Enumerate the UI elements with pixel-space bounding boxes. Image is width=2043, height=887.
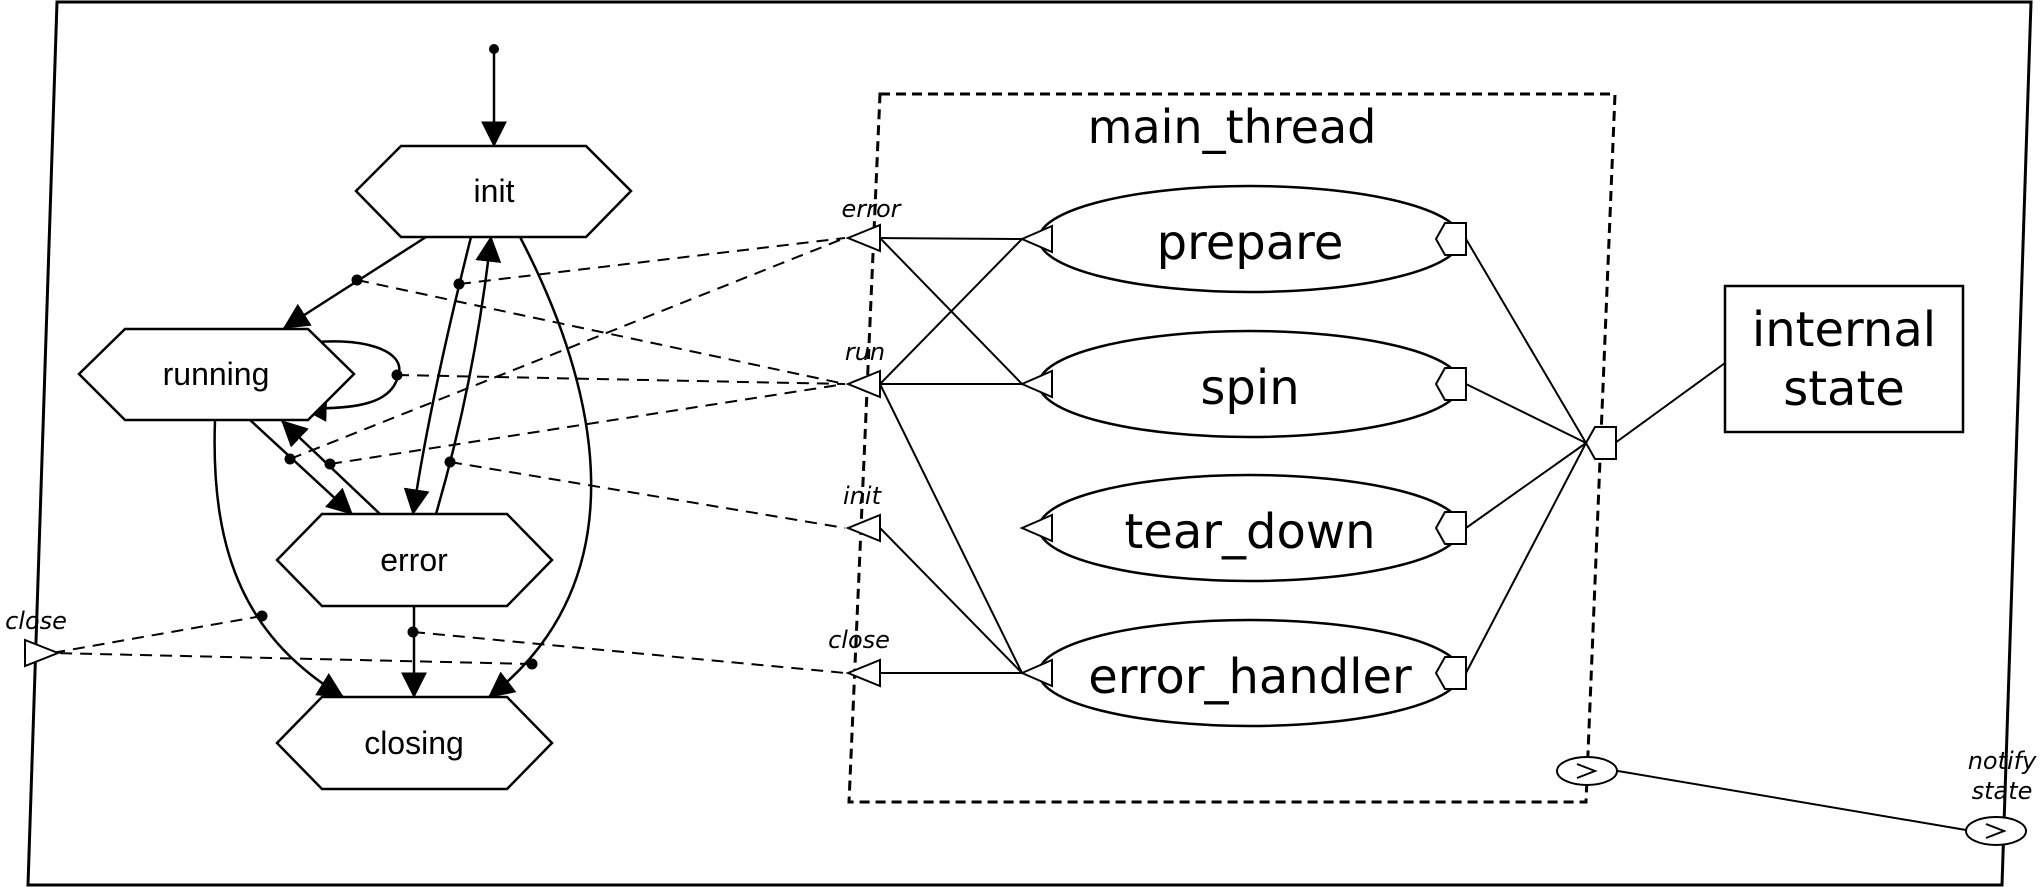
wire-prepare-state xyxy=(1465,238,1587,444)
state-pin-icon xyxy=(1434,656,1467,690)
function-tear-down-label: tear_down xyxy=(1124,504,1375,560)
state-running-label: running xyxy=(163,356,270,392)
notify-state-label-line2: state xyxy=(1972,777,2033,805)
trigger-dot xyxy=(444,456,456,468)
wire-errorhandler-state xyxy=(1465,442,1587,674)
transition-init-closing xyxy=(487,236,593,698)
trigger-dot xyxy=(324,458,336,470)
input-pin-icon xyxy=(1019,513,1053,543)
input-pin-icon xyxy=(1019,369,1053,399)
wire-state-internal xyxy=(1614,362,1726,444)
chevron-right-icon xyxy=(1985,823,2007,839)
trigger-dot xyxy=(453,278,465,290)
wire-notify xyxy=(1617,770,1967,831)
port-close-label: close xyxy=(828,626,890,654)
trigger-dot xyxy=(351,274,363,286)
notify-state-label-line1: notify xyxy=(1968,747,2037,775)
state-pin-icon xyxy=(1434,367,1467,401)
trigger-link xyxy=(51,652,533,665)
state-error-label: error xyxy=(380,542,448,578)
trigger-link xyxy=(449,461,846,529)
transition-running-closing xyxy=(213,419,345,699)
thread-ports[interactable] xyxy=(845,223,881,688)
wires xyxy=(879,237,1967,831)
trigger-link xyxy=(356,279,846,385)
internal-state-line1: internal xyxy=(1752,302,1936,358)
trigger-dot xyxy=(284,453,296,465)
function-prepare-label: prepare xyxy=(1157,215,1344,271)
wire-run-prepare xyxy=(879,238,1023,385)
transition-running-error xyxy=(249,419,353,515)
trigger-link xyxy=(458,237,846,285)
trigger-dot xyxy=(256,610,268,622)
internal-state-line2: state xyxy=(1783,361,1905,417)
trigger-links xyxy=(51,237,846,674)
thread-boundary xyxy=(847,92,1617,804)
trigger-dot xyxy=(391,369,403,381)
port-run-label: run xyxy=(845,338,885,366)
function-prepare[interactable]: prepare xyxy=(1037,184,1463,294)
port-run-icon[interactable] xyxy=(845,369,881,399)
transition-init-error xyxy=(403,236,473,516)
trigger-dot xyxy=(526,658,538,670)
trigger-link xyxy=(51,615,263,654)
function-tear-down[interactable]: tear_down xyxy=(1037,473,1463,583)
wire-run-error-handler xyxy=(879,383,1023,674)
thread-notify-port[interactable] xyxy=(1556,756,1618,786)
port-close-icon[interactable] xyxy=(845,658,881,688)
state-running[interactable]: running xyxy=(77,327,356,422)
wire-error-prepare xyxy=(879,237,1023,240)
external-close-port-label: close xyxy=(5,607,67,635)
internal-state-box[interactable]: internal state xyxy=(1723,284,1965,434)
port-error-label: error xyxy=(841,195,902,223)
trigger-dot xyxy=(407,626,419,638)
input-pin-icon xyxy=(1019,658,1053,688)
state-init-label: init xyxy=(474,173,515,209)
trigger-link xyxy=(396,374,846,385)
port-init-icon[interactable] xyxy=(845,513,881,543)
state-pin-icon xyxy=(1434,511,1467,545)
input-pin-icon xyxy=(1019,224,1053,254)
external-notify-port[interactable] xyxy=(1965,816,2027,846)
thread-title: main_thread xyxy=(1088,100,1377,154)
thread-state-pin-icon xyxy=(1584,426,1617,460)
wire-spin-state xyxy=(1465,383,1587,444)
state-init[interactable]: init xyxy=(354,144,633,239)
wire-init-error-handler xyxy=(879,527,1023,674)
function-state-pins xyxy=(1434,222,1467,690)
external-close-port-icon[interactable] xyxy=(24,638,61,668)
function-input-pins xyxy=(1019,224,1053,688)
trigger-link xyxy=(329,383,846,465)
function-error-handler-label: error_handler xyxy=(1088,649,1412,705)
port-init-label: init xyxy=(843,482,883,510)
state-pin-icon xyxy=(1434,222,1467,256)
component-boundary xyxy=(26,0,2033,887)
function-error-handler[interactable]: error_handler xyxy=(1037,618,1463,728)
wire-teardown-state xyxy=(1465,442,1587,529)
port-error-icon[interactable] xyxy=(845,223,881,253)
state-closing[interactable]: closing xyxy=(275,695,554,791)
transition-error-init xyxy=(434,235,502,515)
trigger-link xyxy=(412,631,846,674)
state-error[interactable]: error xyxy=(275,512,554,608)
trigger-dots xyxy=(256,274,538,670)
chevron-right-icon xyxy=(1576,763,1598,779)
state-closing-label: closing xyxy=(364,725,464,761)
function-spin[interactable]: spin xyxy=(1037,329,1463,439)
function-spin-label: spin xyxy=(1200,360,1299,416)
